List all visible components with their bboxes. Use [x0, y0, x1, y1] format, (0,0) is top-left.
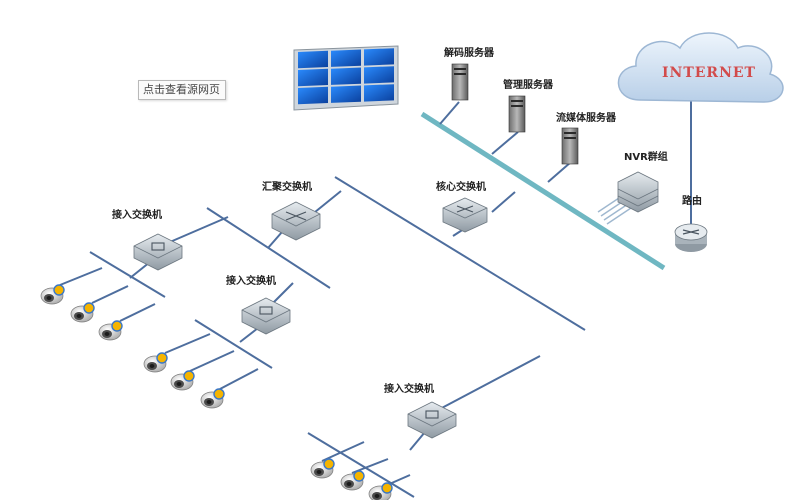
- camera-icon: [170, 370, 195, 391]
- decode-server-icon: [451, 63, 469, 101]
- video-wall-screen: [364, 48, 394, 66]
- access-switch-3-icon: [407, 401, 457, 439]
- management-server-label: 管理服务器: [503, 78, 554, 91]
- aggregation-switch-label: 汇聚交换机: [262, 180, 312, 193]
- streaming-server-icon: [561, 127, 579, 165]
- access-switch-2-icon: [241, 297, 291, 335]
- video-wall-screen: [298, 68, 328, 87]
- decode-server-label: 解码服务器: [444, 46, 495, 59]
- backbone-line: [334, 176, 586, 331]
- camera-icon: [70, 302, 95, 323]
- video-wall-screen: [364, 66, 394, 84]
- aggregation-switch-icon: [271, 201, 321, 241]
- video-wall-screen: [298, 50, 328, 69]
- video-wall-screen: [331, 85, 361, 103]
- video-wall-screen: [364, 84, 394, 102]
- cameras: [40, 284, 393, 500]
- streaming-server-label: 流媒体服务器: [556, 111, 617, 124]
- camera-icon: [310, 458, 335, 479]
- access-bus-1: [89, 251, 166, 298]
- camera-icon: [143, 352, 168, 373]
- access-switch-3-label: 接入交换机: [384, 382, 434, 395]
- video-wall-screen: [298, 86, 328, 105]
- view-source-link[interactable]: 点击查看源网页: [138, 80, 226, 100]
- core-switch-icon: [442, 197, 488, 233]
- video-wall-screen: [331, 49, 361, 67]
- connection-lines: [59, 176, 586, 498]
- camera-icon: [200, 388, 225, 409]
- router-label: 路由: [682, 194, 702, 207]
- camera-icon: [340, 470, 365, 491]
- camera-icon: [368, 482, 393, 500]
- cloud-icon: [617, 32, 784, 103]
- access-switch-1-icon: [133, 233, 183, 271]
- management-server-icon: [508, 95, 526, 133]
- nvr-group-label: NVR群组: [624, 150, 668, 163]
- video-wall-screen: [331, 67, 361, 85]
- access-bus-2: [194, 319, 273, 369]
- core-switch-label: 核心交换机: [436, 180, 486, 193]
- video-wall-icon: [293, 45, 399, 111]
- nvr-group-icon: [617, 171, 659, 213]
- internet-label: INTERNET: [662, 65, 756, 81]
- router-icon: [674, 223, 708, 252]
- access-switch-2-label: 接入交换机: [226, 274, 276, 287]
- server-bus: [420, 111, 666, 271]
- camera-icon: [40, 284, 65, 305]
- access-switch-1-label: 接入交换机: [112, 208, 162, 221]
- access-bus-3: [307, 432, 415, 498]
- camera-icon: [98, 320, 123, 341]
